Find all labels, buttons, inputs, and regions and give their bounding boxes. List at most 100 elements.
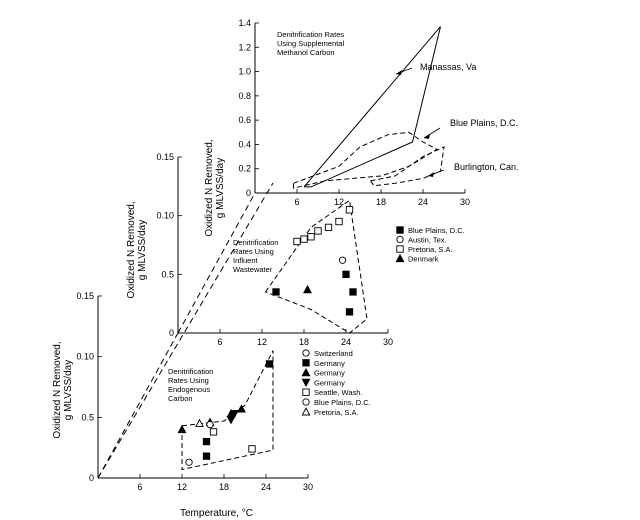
panel-title-line: Carbon	[168, 394, 193, 403]
x-tick-label: 18	[376, 197, 386, 207]
data-point-open-square	[307, 233, 315, 241]
data-point-filled-square	[202, 452, 211, 460]
y-axis-title-line: g MLVSS/day	[63, 360, 74, 420]
y-tick-label: 0.5	[81, 412, 94, 422]
y-axis-title-line: g MLVSS/day	[137, 220, 148, 280]
perspective-connectors	[97, 182, 274, 479]
data-point-filled-square	[345, 308, 354, 316]
y-tick-label: 0	[89, 473, 94, 483]
x-tick-label: 18	[219, 482, 229, 492]
data-point-open-square	[335, 217, 343, 226]
x-tick-label: 24	[261, 482, 271, 492]
callout-arrowhead	[428, 172, 434, 177]
panel-title-line: Denitrification	[168, 367, 213, 376]
data-point-filled-inverted-triangle	[301, 378, 311, 388]
x-tick-label: 12	[177, 482, 187, 492]
data-point-open-circle	[338, 256, 347, 264]
data-point-open-circle	[302, 349, 310, 357]
data-point-filled-inverted-triangle	[230, 410, 239, 419]
x-tick-label: 30	[383, 337, 393, 347]
data-point-open-square	[248, 445, 256, 453]
data-envelope	[181, 350, 274, 471]
series-label-2: Burlington, Can.	[454, 162, 519, 172]
x-tick-label: 24	[418, 197, 428, 207]
data-point-open-square	[302, 388, 310, 396]
data-point-open-circle	[206, 420, 214, 429]
y-axis-title-line: Oxidized N Removed,	[204, 139, 215, 236]
data-point-filled-square	[349, 288, 357, 296]
legend-entry: Denmark	[408, 255, 439, 264]
data-point-filled-square	[302, 359, 310, 367]
data-point-open-square	[324, 223, 333, 232]
series-label-0: Manassas, Va	[420, 62, 476, 72]
y-tick-label: 0.10	[76, 352, 94, 362]
y-axis-title-line: Oxidized N Removed,	[126, 201, 137, 298]
data-point-filled-inverted-triangle	[226, 416, 236, 425]
data-point-filled-square	[265, 360, 274, 368]
data-point-open-circle	[396, 235, 404, 244]
data-point-filled-square	[396, 226, 404, 234]
panel-title-line: Using Supplemental	[277, 39, 344, 48]
y-tick-label: 0.2	[238, 164, 251, 174]
x-tick-label: 6	[137, 482, 142, 492]
panel-title-line: Methanol Carbon	[277, 48, 335, 57]
x-tick-label: 18	[299, 337, 309, 347]
series-envelope-1	[293, 131, 439, 189]
legend-entry: Switzerland	[314, 349, 353, 358]
y-tick-label: 0.8	[238, 91, 251, 101]
y-tick-label: 0	[169, 328, 174, 338]
data-point-filled-triangle	[301, 367, 311, 377]
y-tick-label: 0	[246, 188, 251, 198]
x-tick-label: 30	[303, 482, 313, 492]
series-envelope-0	[303, 26, 441, 188]
panel-title-line: Endogenous	[168, 385, 210, 394]
x-tick-label: 30	[460, 197, 470, 207]
data-point-open-square	[300, 235, 308, 243]
y-tick-label: 0.4	[238, 139, 251, 149]
legend-entry: Blue Plains, D.C.	[408, 226, 465, 235]
data-point-open-triangle	[195, 418, 204, 428]
legend-entry: Pretoria, S.A.	[408, 245, 453, 254]
legend-entry: Germany	[314, 369, 345, 378]
data-point-filled-triangle	[303, 284, 312, 294]
x-tick-label: 6	[217, 337, 222, 347]
data-point-open-circle	[185, 458, 193, 466]
data-envelope	[264, 199, 368, 334]
y-tick-label: 0.15	[76, 291, 94, 301]
legend-entry: Austin, Tex.	[408, 236, 447, 245]
data-point-filled-square	[342, 270, 350, 278]
panel-title-line: Influent	[233, 256, 259, 265]
x-tick-label: 6	[294, 197, 299, 207]
x-tick-label: 12	[257, 337, 267, 347]
data-point-filled-triangle	[177, 424, 187, 434]
y-tick-label: 0.15	[156, 152, 174, 162]
data-point-open-square	[345, 206, 354, 214]
series-label-1: Blue Plains, D.C.	[450, 118, 518, 128]
data-point-filled-triangle	[237, 404, 246, 413]
perspective-connector	[97, 332, 179, 479]
x-axis-title: Temperature, °C	[180, 508, 253, 519]
panel-title-line: Wastewater	[233, 265, 273, 274]
legend-entry: Germany	[314, 378, 345, 387]
data-point-open-square	[293, 237, 301, 246]
y-tick-label: 1.0	[238, 67, 251, 77]
y-axis-title-line: g MLVSS/day	[215, 158, 226, 218]
data-point-open-square	[314, 227, 322, 235]
data-point-open-triangle	[301, 407, 311, 416]
perspective-connector	[97, 182, 274, 479]
data-point-filled-square	[202, 437, 211, 446]
data-point-open-square	[396, 245, 404, 253]
y-tick-label: 0.10	[156, 211, 174, 221]
callout-arrowhead	[424, 134, 430, 139]
y-axis-title-line: Oxidized N Removed,	[52, 341, 63, 438]
y-tick-label: 1.4	[238, 18, 251, 28]
x-tick-label: 12	[334, 197, 344, 207]
data-point-filled-triangle	[395, 253, 405, 263]
y-tick-label: 1.2	[238, 42, 251, 52]
panel-title-line: Rates Using	[233, 247, 274, 256]
panel-title-line: Denitrification	[233, 238, 278, 247]
y-tick-label: 0.6	[238, 115, 251, 125]
